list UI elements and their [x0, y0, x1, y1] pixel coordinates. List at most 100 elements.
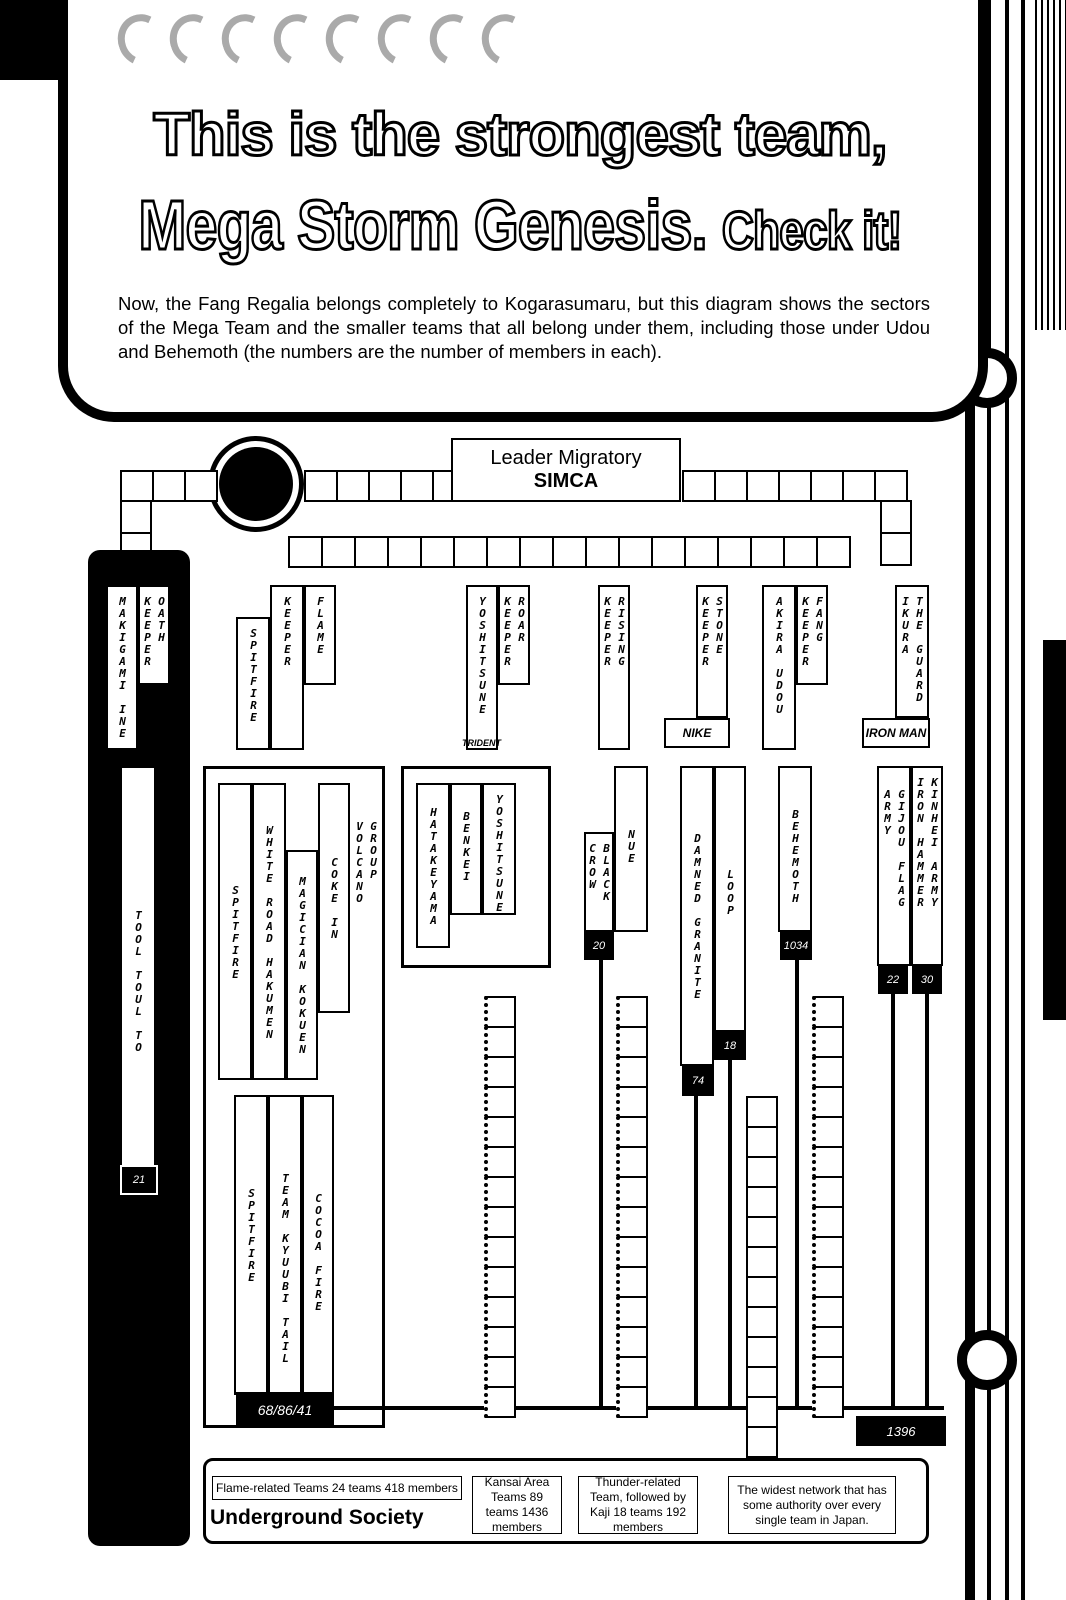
team-behemoth: BEHEMOTH — [778, 766, 812, 932]
track-cell — [812, 1266, 844, 1298]
track-cell — [684, 536, 719, 568]
track-cell — [746, 470, 780, 502]
flame-related-note: Flame-related Teams 24 teams 418 members — [212, 1476, 462, 1500]
count-18: 18 — [714, 1032, 746, 1060]
track-cell — [746, 1126, 778, 1158]
track-cell — [552, 536, 587, 568]
leader-name: SIMCA — [533, 470, 599, 492]
track-cell — [746, 1216, 778, 1248]
track-cell — [746, 1276, 778, 1308]
leader-label: Leader Migratory — [490, 447, 642, 469]
count-74: 74 — [682, 1066, 714, 1096]
track-cell — [585, 536, 620, 568]
track-cell — [484, 1056, 516, 1088]
team-volcano: GROUP VOLCANO — [353, 820, 380, 904]
track-cell — [120, 470, 154, 502]
branch-stone: STONE KEEPER — [696, 585, 728, 718]
trident-label: TRIDENT — [462, 738, 501, 748]
team-spitfire-bottom: SPITFIRE — [234, 1095, 268, 1395]
team-kyuubi: TEAM KYUUBI TAIL — [268, 1095, 302, 1395]
count-21: 21 — [120, 1165, 158, 1195]
team-gijou: GIJOU FLAG ARMY — [877, 766, 911, 966]
connector-line — [599, 960, 603, 1410]
count-22: 22 — [878, 966, 908, 994]
track-cell — [484, 1086, 516, 1118]
track-cell — [616, 1026, 648, 1058]
track-cell — [304, 470, 338, 502]
track-cell — [484, 1356, 516, 1388]
track-cell — [880, 532, 912, 566]
track-cell — [616, 1176, 648, 1208]
track-cell — [812, 1236, 844, 1268]
team-yoshitsune-t: YOSHITSUNE — [482, 783, 516, 915]
track-cell — [746, 1306, 778, 1338]
branch-makigami: MAKIGAMI INE — [106, 585, 138, 750]
team-nue: NUE — [614, 766, 648, 932]
track-cell — [812, 1056, 844, 1088]
track-cell — [651, 536, 686, 568]
track-cell — [812, 1176, 844, 1208]
track-cell — [880, 500, 912, 534]
team-magician: MAGICIAN KOKUEN — [286, 850, 318, 1080]
track-cell — [484, 1266, 516, 1298]
track-cell — [616, 996, 648, 1028]
track-cell — [746, 1096, 778, 1128]
track-cell — [484, 1386, 516, 1418]
team-hatakeyama: HATAKEYAMA — [416, 783, 450, 948]
track-cell — [484, 1176, 516, 1208]
branch-keeper: KEEPER — [270, 585, 304, 750]
page-title-line1: This is the strongest team, — [152, 100, 889, 170]
track-cell — [387, 536, 422, 568]
track-cell — [616, 1206, 648, 1238]
track-cell — [783, 536, 818, 568]
track-cell — [812, 1116, 844, 1148]
track-cell — [519, 536, 554, 568]
track-cell — [616, 1236, 648, 1268]
track-cell — [453, 536, 488, 568]
track-cell — [842, 470, 876, 502]
track-cell — [812, 996, 844, 1028]
track-cell — [746, 1396, 778, 1428]
track-cell — [152, 470, 186, 502]
track-cell — [484, 1296, 516, 1328]
emblem-circle — [208, 436, 304, 532]
track-cell — [778, 470, 812, 502]
track-cell — [616, 1086, 648, 1118]
track-cell — [682, 470, 716, 502]
track-cell — [746, 1336, 778, 1368]
branch-yoshitsune: YOSHITSUNE — [466, 585, 498, 750]
track-cell — [420, 536, 455, 568]
team-loop: LOOP — [714, 766, 746, 1032]
track-cell — [484, 996, 516, 1028]
track-cell — [812, 1386, 844, 1418]
track-cell — [750, 536, 785, 568]
track-cell — [746, 1156, 778, 1188]
track-cell — [618, 536, 653, 568]
branch-akira: AKIRA UDOU — [762, 585, 796, 750]
track-cell — [400, 470, 434, 502]
track-cell — [714, 470, 748, 502]
team-kinhei: KINHEI ARMY IRON HAMMER — [911, 766, 943, 966]
track-cell — [746, 1426, 778, 1458]
track-cell — [484, 1206, 516, 1238]
track-cell — [812, 1026, 844, 1058]
track-cell — [812, 1296, 844, 1328]
track-cell — [810, 470, 844, 502]
track-cell — [616, 1146, 648, 1178]
track-cell — [812, 1206, 844, 1238]
track-cell — [812, 1146, 844, 1178]
connector-line — [925, 994, 929, 1410]
widest-note: The widest network that has some authori… — [728, 1476, 896, 1534]
page-title-line2: Mega Storm Genesis. Check it! — [137, 185, 903, 266]
kansai-note: Kansai Area Teams 89 teams 1436 members — [472, 1475, 562, 1534]
track-cell — [321, 536, 356, 568]
track-cell — [484, 1326, 516, 1358]
team-white-road: WHITE ROAD HAKUMEN — [252, 783, 286, 1080]
team-cocoa: COCOA FIRE — [302, 1095, 334, 1395]
count-1034: 1034 — [780, 932, 812, 960]
track-cell — [368, 470, 402, 502]
track-cell — [184, 470, 218, 502]
branch-flame: FLAME — [304, 585, 336, 685]
branch-guard: THE GUARD IKURA — [895, 585, 929, 718]
nike-label: NIKE — [664, 718, 730, 748]
